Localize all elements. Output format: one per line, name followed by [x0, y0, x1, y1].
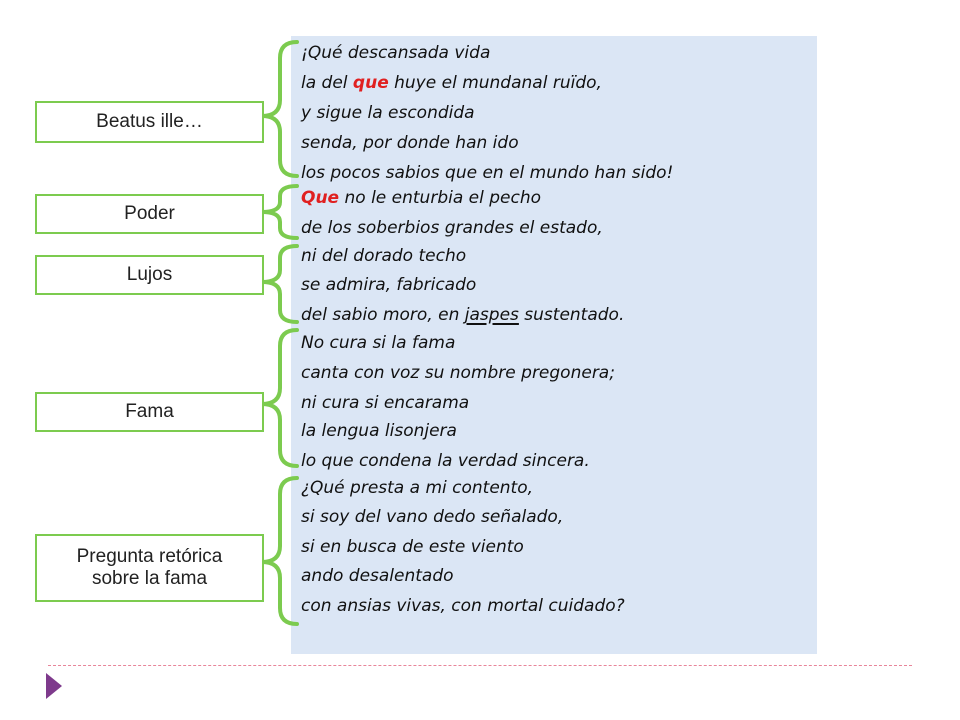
verse-text: ¡Qué descansada vida: [301, 43, 491, 63]
label-beatus-ille-text: Beatus ille…: [96, 111, 203, 132]
verse-2: la del que huye el mundanal ruïdo,: [301, 68, 811, 98]
verse-text: ando desalentado: [301, 566, 454, 586]
verse-text: la lengua lisonjera: [301, 421, 457, 441]
verse-text: canta con voz su nombre pregonera;: [301, 363, 615, 383]
verse-19: ando desalentado: [301, 561, 811, 591]
label-poder-text: Poder: [124, 203, 175, 224]
verse-text: con ansias vivas, con mortal cuidado?: [301, 596, 625, 616]
bracket-pregunta: [260, 476, 299, 626]
verse-text: del sabio moro, en: [301, 305, 465, 325]
label-fama-text: Fama: [125, 401, 174, 422]
verse-13: ni cura si encarama: [301, 388, 811, 418]
verse-3: y sigue la escondida: [301, 98, 811, 128]
highlight-que: que: [352, 73, 389, 93]
verse-text: ¿Qué presta a mi contento,: [301, 478, 534, 498]
label-poder: Poder: [35, 194, 264, 234]
verse-14: la lengua lisonjera: [301, 416, 811, 446]
verse-text: y sigue la escondida: [301, 103, 475, 123]
poem-panel: [291, 36, 817, 654]
verse-7: de los soberbios grandes el estado,: [301, 213, 811, 243]
verse-text: lo que condena la verdad sincera.: [301, 451, 590, 471]
verse-11: No cura si la fama: [301, 328, 811, 358]
verse-text: no le enturbia el pecho: [339, 188, 542, 208]
label-lujos-text: Lujos: [126, 264, 173, 285]
verse-10: del sabio moro, en jaspes sustentado.: [301, 300, 811, 330]
verse-text: los pocos sabios que en el mundo han sid…: [301, 163, 674, 183]
bracket-beatus: [260, 40, 299, 178]
verse-text: de los soberbios grandes el estado,: [301, 218, 603, 238]
verse-9: se admira, fabricado: [301, 270, 811, 300]
verse-text: si en busca de este viento: [301, 537, 524, 557]
verse-6: Que no le enturbia el pecho: [301, 183, 811, 213]
verse-text: sustentado.: [518, 305, 625, 325]
verse-text: se admira, fabricado: [301, 275, 477, 295]
footer-divider: [48, 665, 912, 666]
label-fama: Fama: [35, 392, 264, 432]
label-pregunta-line1: Pregunta retórica: [76, 546, 223, 567]
bracket-lujos: [260, 244, 299, 324]
verse-15: lo que condena la verdad sincera.: [301, 446, 811, 476]
label-beatus-ille: Beatus ille…: [35, 101, 264, 143]
verse-5: los pocos sabios que en el mundo han sid…: [301, 158, 811, 188]
verse-17: si soy del vano dedo señalado,: [301, 502, 811, 532]
label-lujos: Lujos: [35, 255, 264, 295]
next-slide-arrow-icon[interactable]: [46, 673, 62, 699]
verse-18: si en busca de este viento: [301, 532, 811, 562]
verse-8: ni del dorado techo: [301, 241, 811, 271]
verse-text: la del: [301, 73, 353, 93]
verse-text: huye el mundanal ruïdo,: [388, 73, 602, 93]
bracket-poder: [260, 184, 299, 240]
verse-4: senda, por donde han ido: [301, 128, 811, 158]
verse-16: ¿Qué presta a mi contento,: [301, 473, 811, 503]
bracket-fama: [260, 328, 299, 468]
verse-1: ¡Qué descansada vida: [301, 38, 811, 68]
verse-12: canta con voz su nombre pregonera;: [301, 358, 811, 388]
verse-text: senda, por donde han ido: [301, 133, 519, 153]
verse-text: No cura si la fama: [301, 333, 456, 353]
highlight-que: Que: [301, 188, 340, 208]
label-pregunta-retorica: Pregunta retórica sobre la fama: [35, 534, 264, 602]
label-pregunta-line2: sobre la fama: [91, 568, 208, 589]
underlined-jaspes: jaspes: [464, 305, 519, 325]
verse-text: si soy del vano dedo señalado,: [301, 507, 564, 527]
verse-text: ni del dorado techo: [301, 246, 467, 266]
verse-text: ni cura si encarama: [301, 393, 470, 413]
verse-20: con ansias vivas, con mortal cuidado?: [301, 591, 811, 621]
